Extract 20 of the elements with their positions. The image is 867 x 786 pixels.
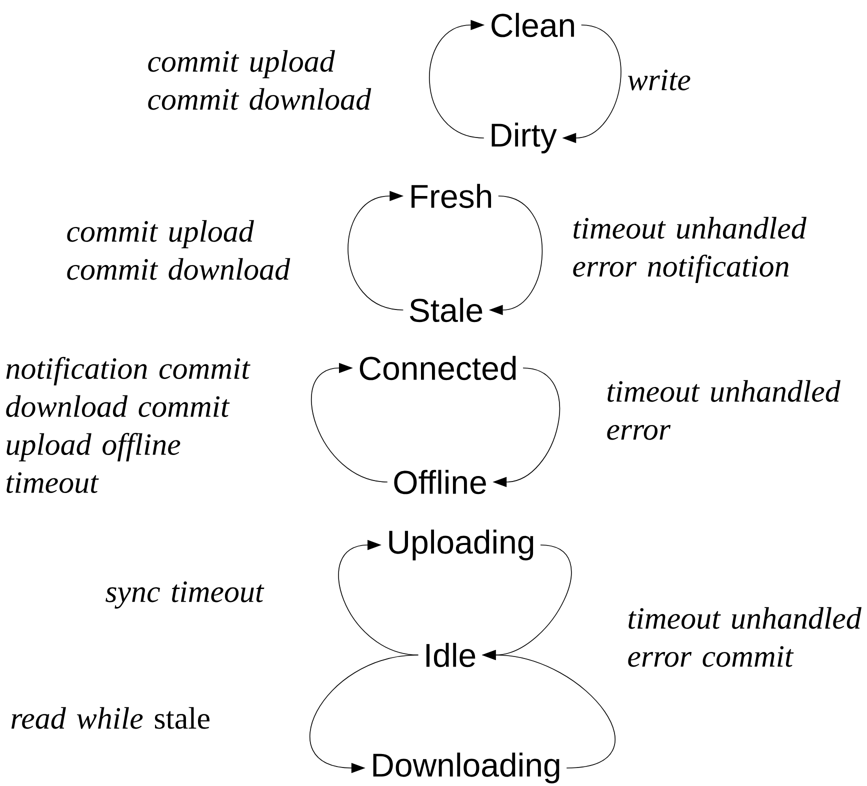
transition-arrow [348,190,404,310]
edge-label: commit upload commit download [148,50,372,110]
edge-label: read while stale [11,707,210,729]
edge-label: sync timeout [106,581,264,609]
state-label: Connected [360,356,516,380]
transition-arrow [311,362,388,482]
state-label: Offline [394,470,486,494]
edge-label: notification commit download commit upload offline timeout [6,356,250,494]
edge-label: timeout unhandled error [607,380,840,440]
edge-label: commit upload commit download [67,220,290,280]
state-label: Dirty [492,122,557,154]
state-label: Downloading [373,752,560,784]
state-label: Uploading [389,530,534,560]
state-label: Clean [492,12,574,38]
edge-label: timeout unhandled error commit [628,607,862,667]
edge-label: write [628,70,690,90]
edge-label: timeout unhandled error notification [573,216,806,284]
state-label: Stale [410,298,482,322]
state-label: Idle [426,642,476,668]
state-label: Fresh [412,184,492,208]
